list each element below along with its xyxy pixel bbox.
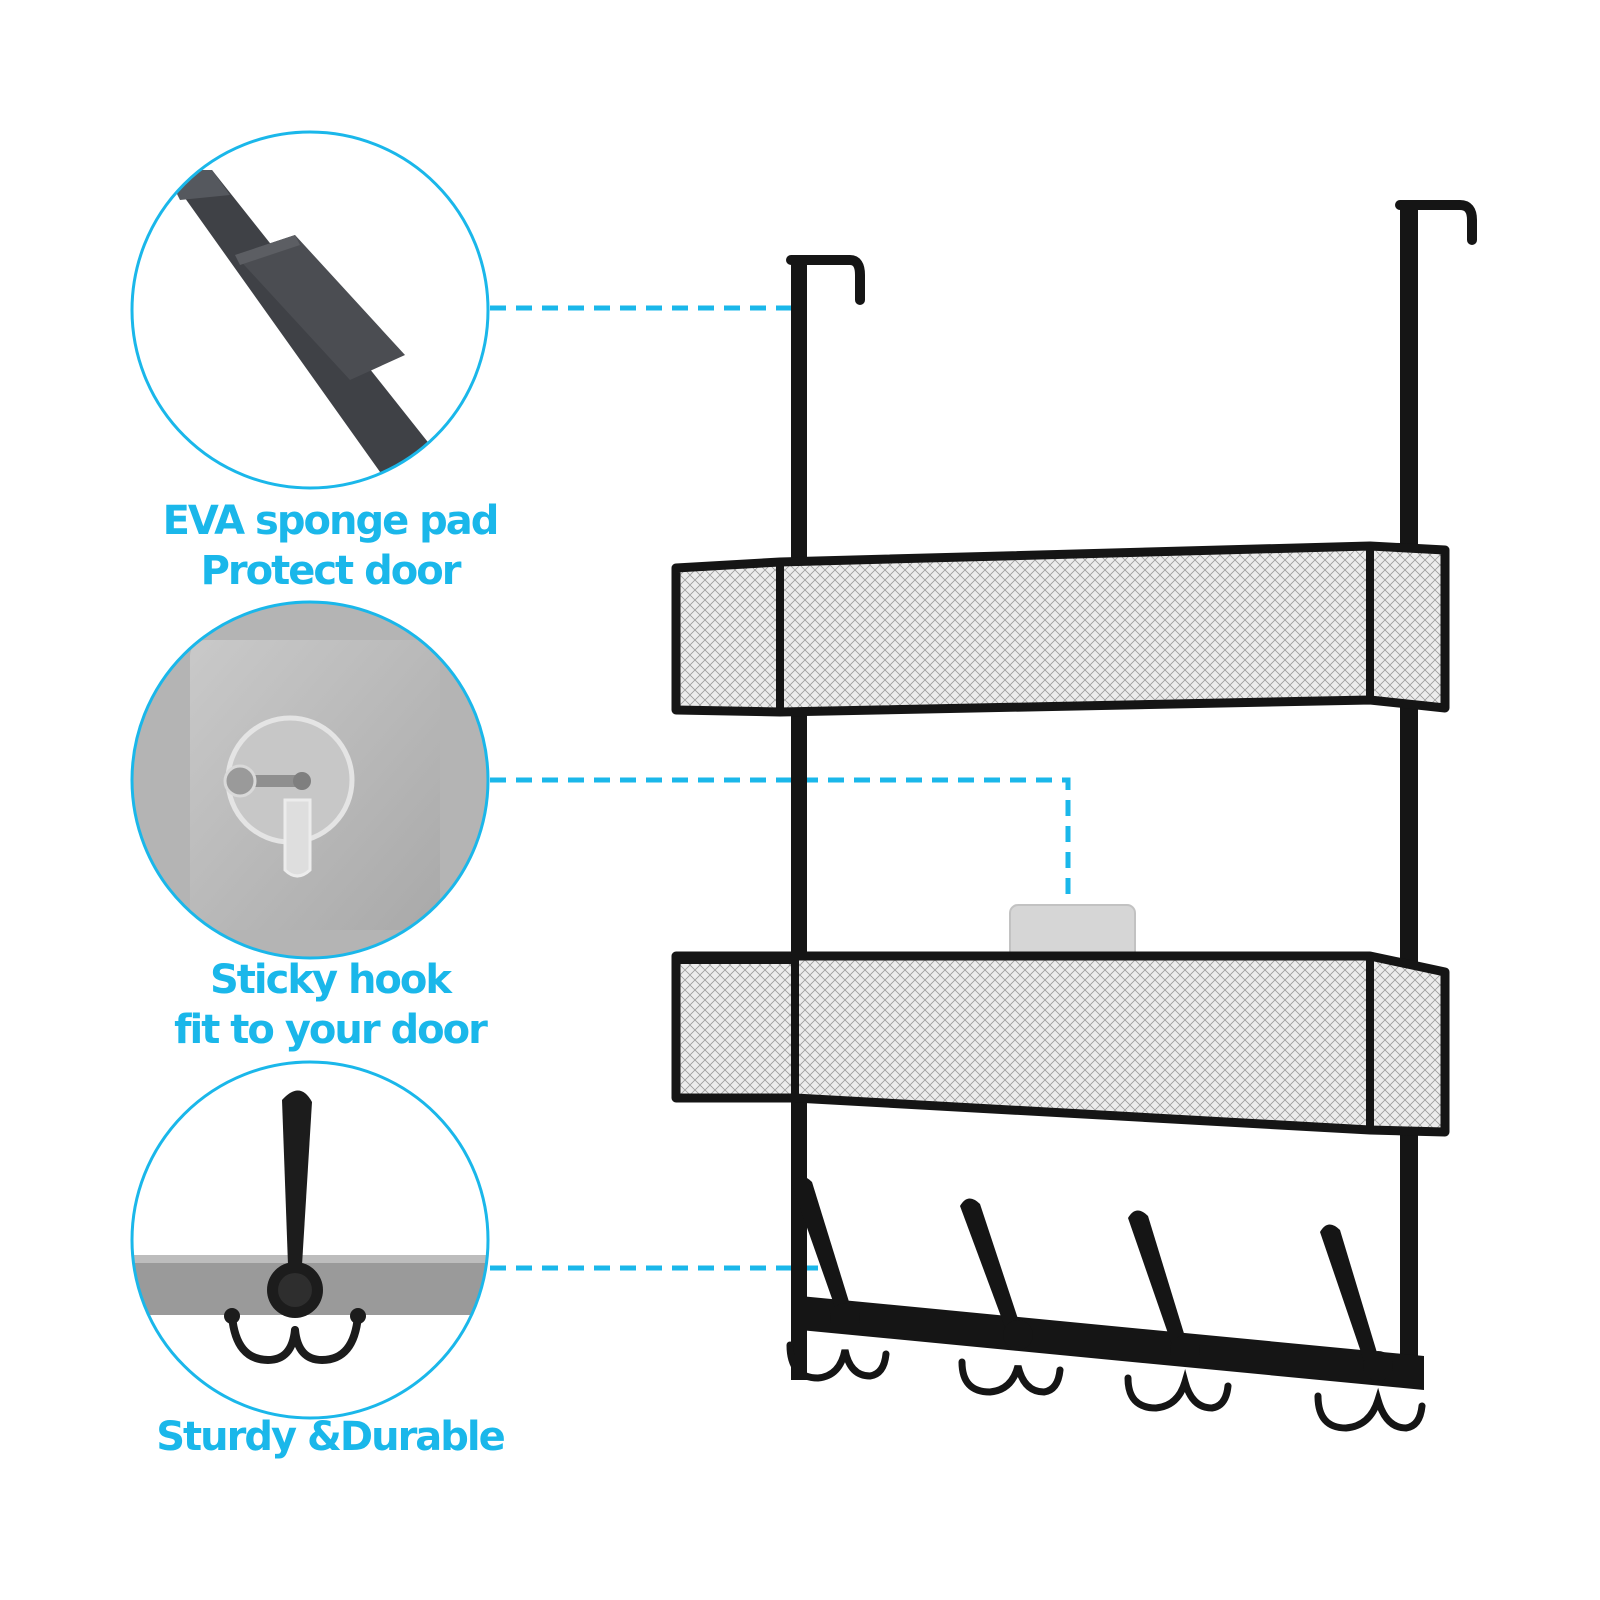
eva-pad-caption: EVA sponge pad Protect door	[130, 496, 530, 596]
coat-hooks	[786, 1176, 1426, 1432]
eva-pad-caption-line1: EVA sponge pad	[162, 498, 500, 544]
door-rack	[671, 200, 1477, 1432]
sturdy-caption: Sturdy &Durable	[130, 1412, 530, 1462]
sticky-hook-caption-line2: fit to your door	[174, 1007, 488, 1053]
sticky-hook-detail	[130, 600, 490, 960]
callout-connectors	[490, 305, 1071, 1271]
sticky-hook-caption: Sticky hook fit to your door	[130, 955, 530, 1055]
upper-basket	[671, 541, 1450, 717]
eva-pad-detail	[130, 130, 490, 490]
sturdy-caption-line1: Sturdy &Durable	[156, 1414, 506, 1460]
lower-basket	[671, 951, 1450, 1137]
sticky-hook-caption-line1: Sticky hook	[210, 957, 452, 1003]
sturdy-hook-detail	[130, 1060, 490, 1420]
hook-bar	[800, 1296, 1424, 1390]
eva-pad-caption-line2: Protect door	[200, 548, 462, 594]
